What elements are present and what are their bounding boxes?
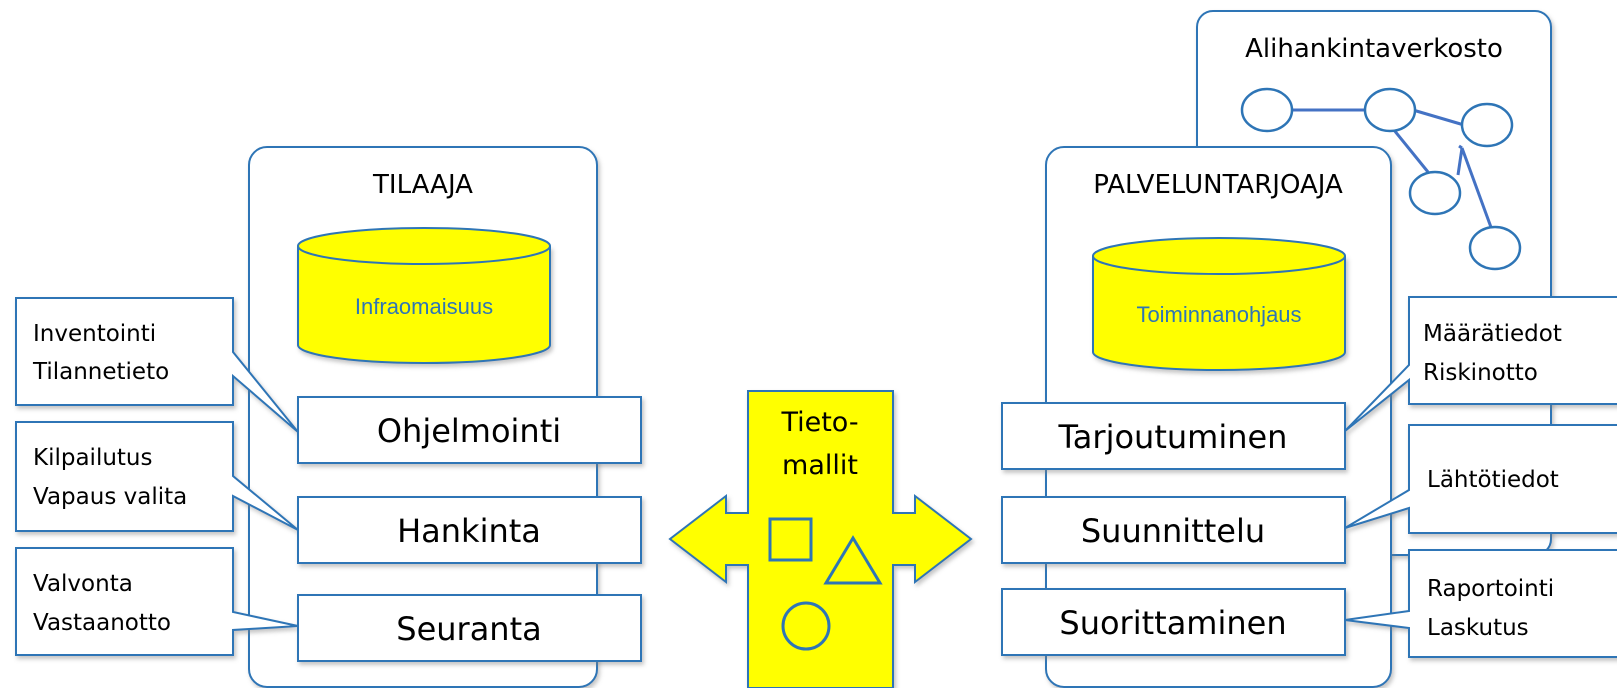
double-arrow-shape (668, 390, 973, 688)
client-title: TILAAJA (372, 170, 473, 200)
stage-label: Tarjoutuminen (1058, 418, 1288, 456)
stage-label: Ohjelmointi (377, 412, 561, 450)
stage-label: Suunnittelu (1081, 512, 1265, 550)
provider-database-label: Toiminnanohjaus (1136, 302, 1301, 327)
provider-callout-3: Raportointi Laskutus (1344, 549, 1617, 658)
client-database-label: Infraomaisuus (355, 294, 493, 319)
callout-line: Valvonta (33, 571, 133, 597)
provider-stage-suorittaminen: Suorittaminen (1001, 588, 1346, 656)
client-stage-hankinta: Hankinta (297, 496, 642, 564)
stage-label: Seuranta (396, 610, 541, 648)
provider-title: PALVELUNTARJOAJA (1093, 170, 1343, 200)
network-edge (1392, 129, 1430, 173)
subcontract-network-title: Alihankintaverkosto (1245, 34, 1503, 64)
callout-line: Kilpailutus (33, 445, 153, 471)
network-node (1460, 102, 1514, 148)
client-callout-1: Inventointi Tilannetieto (15, 297, 299, 433)
provider-callout-1: Määrätiedot Riskinotto (1344, 296, 1617, 432)
callout-line: Vapaus valita (33, 484, 187, 510)
callout-line: Raportointi (1427, 576, 1554, 602)
network-graph (1292, 108, 1494, 231)
circle-icon (781, 601, 831, 651)
provider-stage-tarjoutuminen: Tarjoutuminen (1001, 402, 1346, 470)
network-node (1408, 170, 1462, 216)
provider-callout-2: Lähtötiedot (1344, 424, 1617, 534)
center-label-line1: Tieto- (780, 407, 858, 438)
network-node (1363, 87, 1417, 133)
client-callout-2: Kilpailutus Vapaus valita (15, 421, 299, 532)
callout-line: Riskinotto (1423, 360, 1538, 386)
client-stage-ohjelmointi: Ohjelmointi (297, 396, 642, 464)
network-edge (1412, 108, 1465, 127)
stage-label: Suorittaminen (1059, 604, 1286, 642)
client-stage-seuranta: Seuranta (297, 594, 642, 662)
callout-line: Laskutus (1427, 615, 1529, 641)
callout-line: Vastaanotto (33, 610, 171, 636)
callout-line: Määrätiedot (1423, 321, 1562, 347)
provider-stage-suunnittelu: Suunnittelu (1001, 496, 1346, 564)
network-edge (1456, 147, 1464, 176)
network-nodes (1240, 87, 1522, 271)
callout-line: Inventointi (33, 321, 156, 347)
client-callout-3: Valvonta Vastaanotto (15, 547, 299, 656)
network-node (1240, 87, 1294, 133)
client-database: Infraomaisuus (297, 227, 551, 364)
stage-label: Hankinta (397, 512, 541, 550)
center-information-models: Tieto- mallit (668, 390, 973, 688)
network-node (1468, 225, 1522, 271)
square-icon (768, 517, 813, 562)
network-edge (1460, 147, 1494, 231)
provider-database: Toiminnanohjaus (1092, 237, 1346, 371)
callout-line: Lähtötiedot (1427, 467, 1559, 493)
network-edge (1458, 144, 1463, 150)
triangle-icon (823, 535, 883, 585)
callout-line: Tilannetieto (32, 359, 169, 385)
center-label-line2: mallit (782, 450, 858, 481)
